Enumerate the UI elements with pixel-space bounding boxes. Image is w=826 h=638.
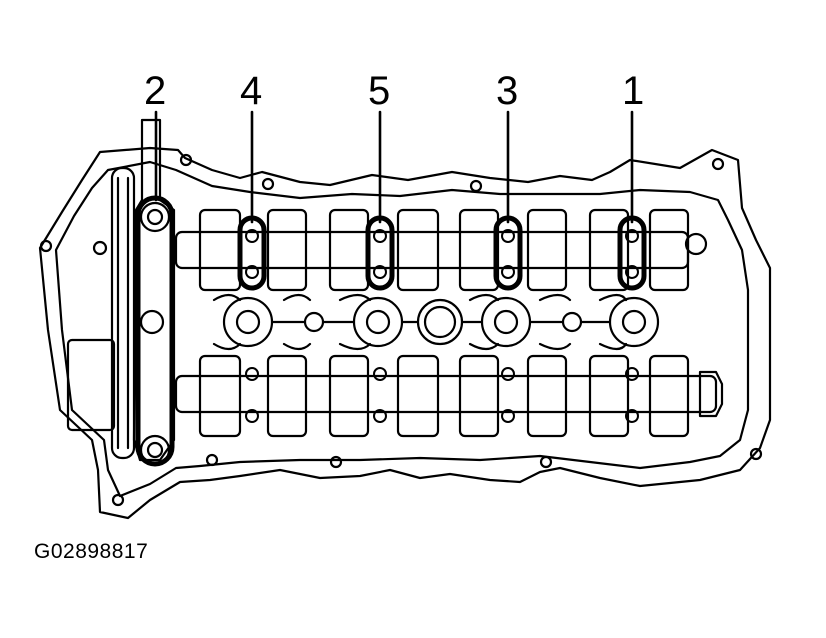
flange-bolt-holes (39, 153, 763, 507)
callout-number: 5 (368, 69, 390, 113)
guide-bolt-middle (139, 309, 165, 335)
bolt-3-highlight (493, 215, 523, 291)
callout-number: 3 (496, 69, 518, 113)
vvt-actuator (66, 338, 116, 432)
timing-chain (110, 166, 136, 460)
spark-plug-wells (212, 293, 660, 351)
highlighted-bolts (135, 195, 647, 467)
head-inner-flange (54, 160, 750, 498)
figure-code: G02898817 (34, 540, 149, 563)
bolt-5-highlight (365, 215, 395, 291)
callout-leaders (154, 110, 634, 224)
head-outline (38, 146, 772, 520)
guide-bolt-top (139, 201, 171, 233)
callout-number: 4 (240, 69, 262, 113)
callout-number: 2 (144, 69, 166, 113)
bolt-2-highlight (135, 195, 175, 467)
callout-number: 1 (622, 69, 644, 113)
bolt-4-highlight (237, 215, 267, 291)
exhaust-camshaft (174, 354, 724, 438)
bolt-1-highlight (617, 215, 647, 291)
